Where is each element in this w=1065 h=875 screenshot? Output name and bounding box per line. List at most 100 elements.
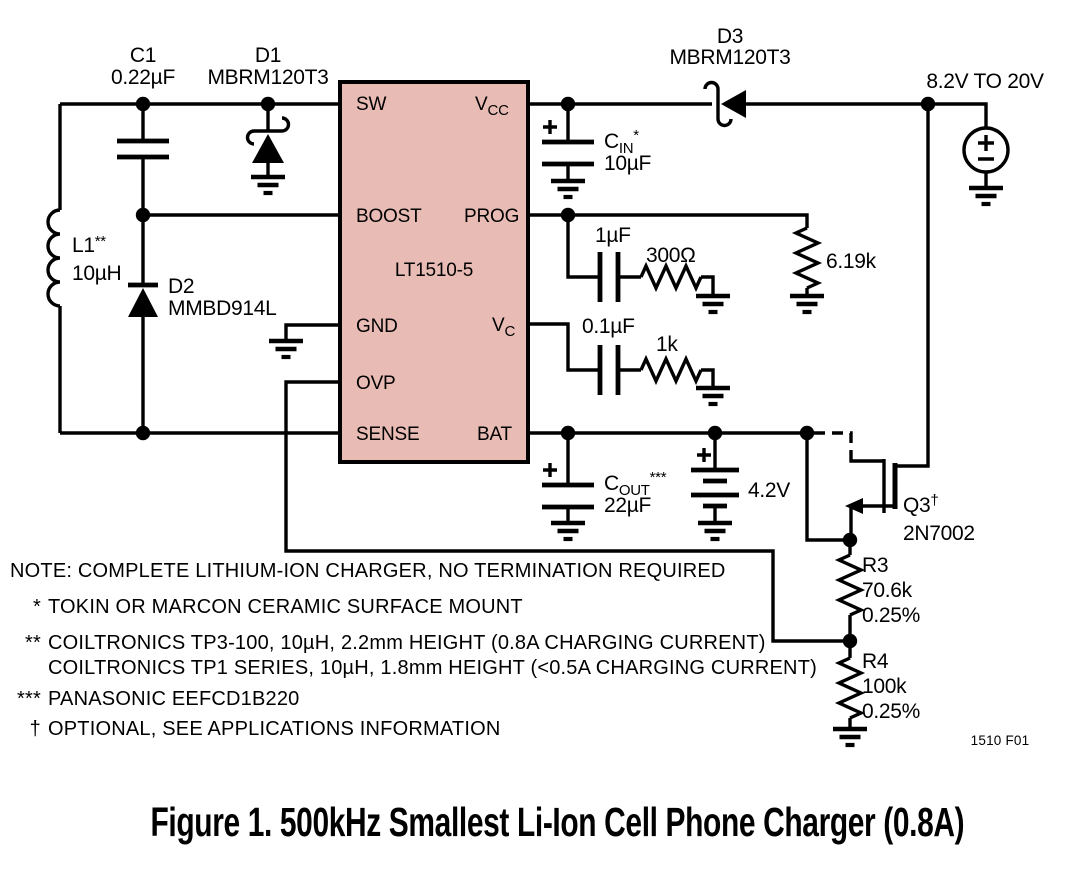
- rvc-value: 1k: [656, 333, 678, 356]
- ic-pin-sw: SW: [356, 94, 386, 115]
- ground-icon: [790, 296, 824, 312]
- d2-part: MMBD914L: [168, 297, 276, 320]
- plus-icon: [543, 120, 557, 134]
- battery-4v2: 4.2V: [691, 448, 791, 539]
- note-bullet: *: [33, 596, 41, 618]
- voltage-source: 8.2V TO 20V: [926, 70, 1044, 204]
- figure-caption-text: Figure 1. 500kHz Smallest Li-Ion Cell Ph…: [150, 799, 965, 845]
- ground-icon: [551, 181, 585, 197]
- ic-pin-ovp: OVP: [356, 373, 396, 394]
- ic-pin-sense: SENSE: [356, 424, 419, 445]
- d3-ref: D3: [717, 25, 743, 48]
- wire-vc-filter: [528, 322, 715, 388]
- ground-icon: [969, 188, 1003, 204]
- plus-icon: [543, 463, 557, 477]
- rvc-symbol: [639, 357, 703, 383]
- rdiv-value: 6.19k: [826, 250, 877, 273]
- d1-ref: D1: [255, 44, 281, 67]
- r3-tolerance: 0.25%: [862, 604, 920, 627]
- rprog-value: 300Ω: [646, 244, 696, 267]
- note-line: ***PANASONIC EEFCD1B220: [8, 689, 300, 709]
- prog-network: 1µF 300Ω 6.19k: [595, 224, 877, 312]
- ic-pin-vcc: VCC: [475, 94, 509, 119]
- d1-triangle: [252, 134, 284, 163]
- q3-drain-lead: [895, 104, 930, 468]
- r4-ref: R4: [862, 650, 889, 673]
- ic-pin-gnd: GND: [356, 316, 398, 337]
- note-text: TOKIN OR MARCON CERAMIC SURFACE MOUNT: [48, 596, 523, 618]
- cin-value: 10µF: [604, 152, 651, 175]
- rprog-symbol: [639, 264, 703, 290]
- q3-gate-dashed-wire: [814, 431, 853, 457]
- cin-symbol: [542, 139, 594, 167]
- diode-d2: D2 MMBD914L: [128, 275, 277, 320]
- q3-source-arrow-icon: [845, 498, 863, 514]
- r4-tolerance: 0.25%: [862, 700, 920, 723]
- q3-ref: Q3†: [903, 492, 938, 517]
- note-bullet: †: [29, 718, 41, 740]
- ic-pin-vc: VC: [492, 315, 515, 340]
- cout-value: 22µF: [604, 494, 651, 517]
- d1-part: MBRM120T3: [207, 66, 328, 89]
- d3-schottky-bar: [703, 80, 733, 128]
- diode-d1: D1 MBRM120T3: [207, 44, 329, 193]
- battery-symbol: [691, 467, 739, 509]
- plus-icon: [697, 448, 711, 462]
- cprog-value: 1µF: [595, 224, 631, 247]
- d2-ref: D2: [168, 275, 194, 298]
- ground-icon: [251, 177, 285, 193]
- vc-network: 0.1µF 1k: [582, 315, 730, 404]
- ic-pin-prog: PROG: [464, 206, 519, 227]
- cin-ref: CIN*: [604, 127, 639, 157]
- l1-coil: [46, 208, 61, 308]
- rdiv-symbol: [794, 226, 820, 290]
- l1-value: 10µH: [72, 262, 121, 285]
- ic-body: [338, 80, 530, 464]
- r4-value: 100k: [862, 675, 907, 698]
- ground-icon: [551, 523, 585, 539]
- ground-icon: [833, 729, 867, 745]
- q3-part: 2N7002: [903, 522, 975, 545]
- ground-icon: [269, 341, 303, 357]
- note-bullet: [8, 658, 41, 678]
- diode-d3: D3 MBRM120T3: [669, 25, 791, 128]
- ic-lt1510: SW BOOST GND OVP SENSE VCC PROG VC BAT L…: [338, 80, 530, 464]
- inductor-l1: L1** 10µH: [46, 208, 122, 308]
- c1-value: 0.22µF: [111, 66, 175, 89]
- plus-minus-icon: [978, 135, 994, 161]
- d3-triangle: [721, 90, 746, 118]
- ground-icon: [696, 388, 730, 404]
- capacitor-c1: C1 0.22µF: [111, 44, 175, 160]
- d1-schottky-bar: [245, 116, 291, 146]
- l1-ref: L1**: [72, 233, 106, 257]
- ic-pin-boost: BOOST: [356, 206, 422, 227]
- wire-vcc-supply: [528, 102, 988, 188]
- r4-symbol: [837, 656, 863, 720]
- wire-gnd: [284, 323, 340, 341]
- capacitor-cout: COUT*** 22µF: [542, 463, 667, 539]
- note-text: NOTE: COMPLETE LITHIUM-ION CHARGER, NO T…: [10, 560, 726, 582]
- cvc-value: 0.1µF: [582, 315, 635, 338]
- ground-icon: [698, 523, 732, 539]
- q3-gate-lead: [849, 457, 884, 463]
- c1-ref: C1: [130, 44, 156, 67]
- r3-symbol: [837, 553, 863, 617]
- r3-value: 70.6k: [862, 579, 913, 602]
- resistor-r4: R4 100k 0.25%: [833, 650, 920, 745]
- figure-caption: Figure 1. 500kHz Smallest Li-Ion Cell Ph…: [0, 799, 1065, 846]
- wire-prog-filter: [566, 215, 715, 296]
- capacitor-cin: CIN* 10µF: [542, 120, 651, 197]
- ground-icon: [696, 296, 730, 312]
- note-text: COILTRONICS TP1 SERIES, 10µH, 1.8mm HEIG…: [48, 657, 817, 679]
- supply-label: 8.2V TO 20V: [926, 70, 1044, 93]
- junction-dots: [135, 96, 936, 649]
- wire-ovp-feedback: [284, 380, 850, 643]
- c1-symbol: [117, 138, 169, 160]
- cout-symbol: [542, 482, 594, 510]
- note-line: COILTRONICS TP1 SERIES, 10µH, 1.8mm HEIG…: [8, 658, 817, 678]
- note-line: **COILTRONICS TP3-100, 10µH, 2.2mm HEIGH…: [8, 633, 766, 653]
- source-circle: [962, 126, 1010, 174]
- cprog-symbol: [597, 252, 621, 302]
